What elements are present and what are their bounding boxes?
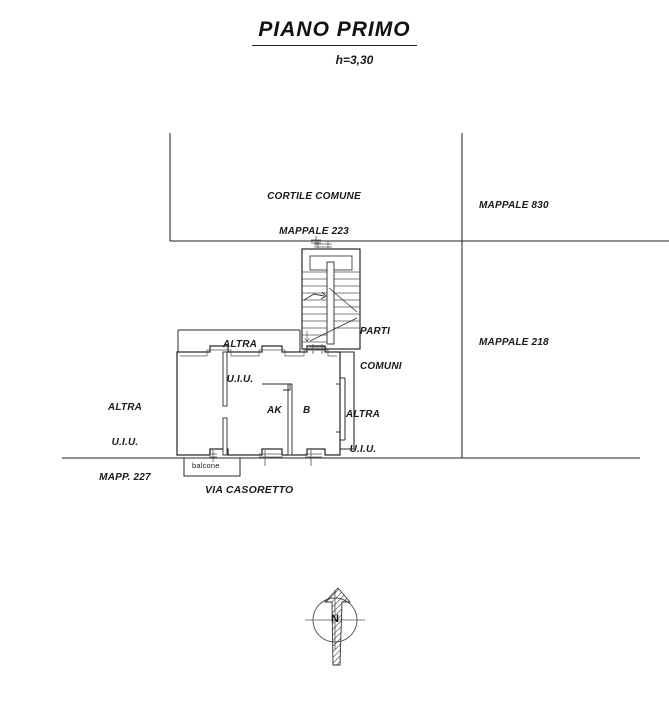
- apartment-outline: [176, 345, 341, 456]
- label-other-unit-top-line1: ALTRA: [222, 338, 258, 350]
- label-other-unit-left-line1: ALTRA: [107, 401, 143, 413]
- opening-left: [209, 450, 217, 462]
- label-parcel-218: MAPPALE 218: [479, 337, 549, 348]
- label-other-unit-right-line1: ALTRA: [345, 408, 381, 420]
- partition-left-lower: [222, 417, 228, 456]
- title-block: PIANO PRIMO h=3,30: [0, 18, 669, 67]
- stair-treads-left: [302, 271, 327, 343]
- stairwell-top-opening: [314, 241, 332, 249]
- label-other-unit-right-line2: U.I.U.: [349, 443, 377, 455]
- label-courtyard-line2: MAPPALE 223: [279, 225, 349, 237]
- apartment-walls: [176, 345, 341, 456]
- label-room-ak: AK: [267, 405, 282, 416]
- partition-ak-b: [287, 383, 293, 456]
- upper-unit-bracket: [177, 329, 301, 352]
- label-common-parts: PARTI COMUNI: [360, 302, 402, 396]
- compass-needle: [323, 587, 351, 666]
- label-common-parts-line2: COMUNI: [360, 360, 402, 372]
- label-other-unit-left: ALTRA U.I.U. MAPP. 227: [75, 378, 175, 508]
- page-title: PIANO PRIMO: [252, 18, 417, 46]
- right-unit-wall: [340, 351, 355, 450]
- label-common-parts-line1: PARTI: [360, 325, 391, 337]
- balcony-outline: [183, 457, 241, 477]
- opening-center: [259, 450, 283, 466]
- label-other-unit-right: ALTRA U.I.U.: [325, 385, 401, 479]
- interior-partitions: [222, 351, 340, 456]
- partition-above-ak: [262, 383, 291, 391]
- north-arrow-compass: [305, 587, 365, 666]
- facade-openings: [209, 450, 322, 466]
- label-other-unit-left-line3: MAPP. 227: [99, 472, 151, 484]
- stairwell-outline: [301, 248, 361, 350]
- label-balcony: balcone: [192, 461, 220, 470]
- label-other-unit-top-line2: U.I.U.: [226, 373, 254, 385]
- right-unit-bracket: [340, 377, 346, 441]
- label-north: N: [331, 613, 339, 625]
- ceiling-height-note: h=3,30: [335, 53, 374, 67]
- label-other-unit-top: ALTRA U.I.U.: [200, 315, 280, 409]
- label-courtyard: CORTILE COMUNE MAPPALE 223: [249, 167, 379, 261]
- label-street: VIA CASORETTO: [205, 484, 294, 496]
- stair-treads-right: [334, 271, 360, 329]
- stair-direction-arrow: [303, 291, 327, 301]
- wall-thickness-top: [180, 349, 337, 357]
- label-courtyard-line1: CORTILE COMUNE: [267, 190, 361, 202]
- label-other-unit-left-line2: U.I.U.: [111, 436, 139, 448]
- stair-central-wall: [326, 261, 335, 345]
- leader-line-upper: [328, 287, 358, 313]
- partition-left-upper: [222, 351, 228, 407]
- label-room-b: B: [303, 405, 311, 416]
- common-parts-leader-lines: [309, 287, 358, 342]
- stair-arrow-tail: [304, 331, 310, 343]
- leader-line-lower: [309, 317, 358, 342]
- label-parcel-830: MAPPALE 830: [479, 200, 549, 211]
- opening-right: [305, 450, 322, 466]
- parcel-boundaries: [62, 133, 669, 459]
